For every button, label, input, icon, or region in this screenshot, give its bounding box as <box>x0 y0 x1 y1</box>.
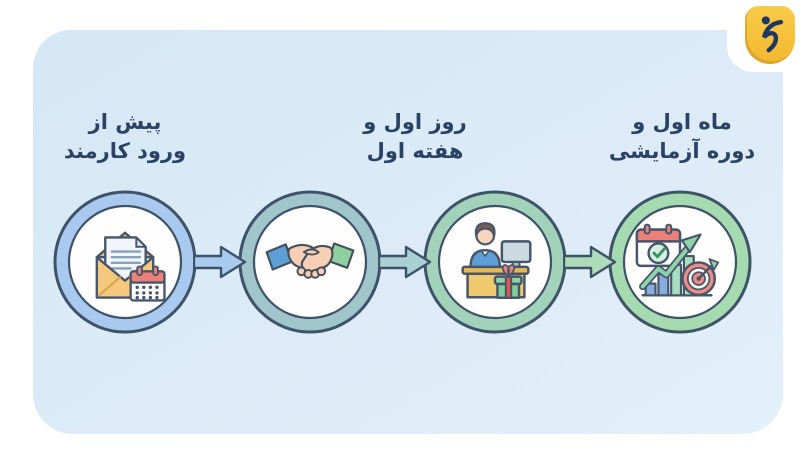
karboom-glyph-icon <box>749 8 791 62</box>
karboom-logo-badge <box>745 6 795 64</box>
step-label-line: ورود کارمند <box>63 139 187 163</box>
step-label-line: هفته اول <box>366 139 464 163</box>
arrow-right-icon <box>377 244 432 280</box>
employee-desk-gift-icon <box>446 211 544 313</box>
stage-circle-first-week <box>422 189 568 335</box>
step-label-first-month-trial: ماه اول و دوره آزمایشی <box>567 108 797 166</box>
step-label-line: روز اول و <box>363 110 467 134</box>
arrow-right-icon <box>192 244 247 280</box>
step-label-before-arrival: پیش از ورود کارمند <box>10 108 240 166</box>
handshake-icon <box>258 221 362 303</box>
arrow-right-icon <box>562 244 617 280</box>
step-label-line: پیش از <box>88 110 162 134</box>
stage-circle-before-arrival <box>52 189 198 335</box>
envelope-letter-calendar-icon <box>78 213 172 311</box>
calendar-growth-target-icon <box>631 211 729 313</box>
step-label-first-day-week: روز اول و هفته اول <box>300 108 530 166</box>
stage-circle-first-day <box>237 189 383 335</box>
stage-circle-first-month <box>607 189 753 335</box>
step-label-line: ماه اول و <box>632 110 732 134</box>
step-label-line: دوره آزمایشی <box>608 139 756 163</box>
